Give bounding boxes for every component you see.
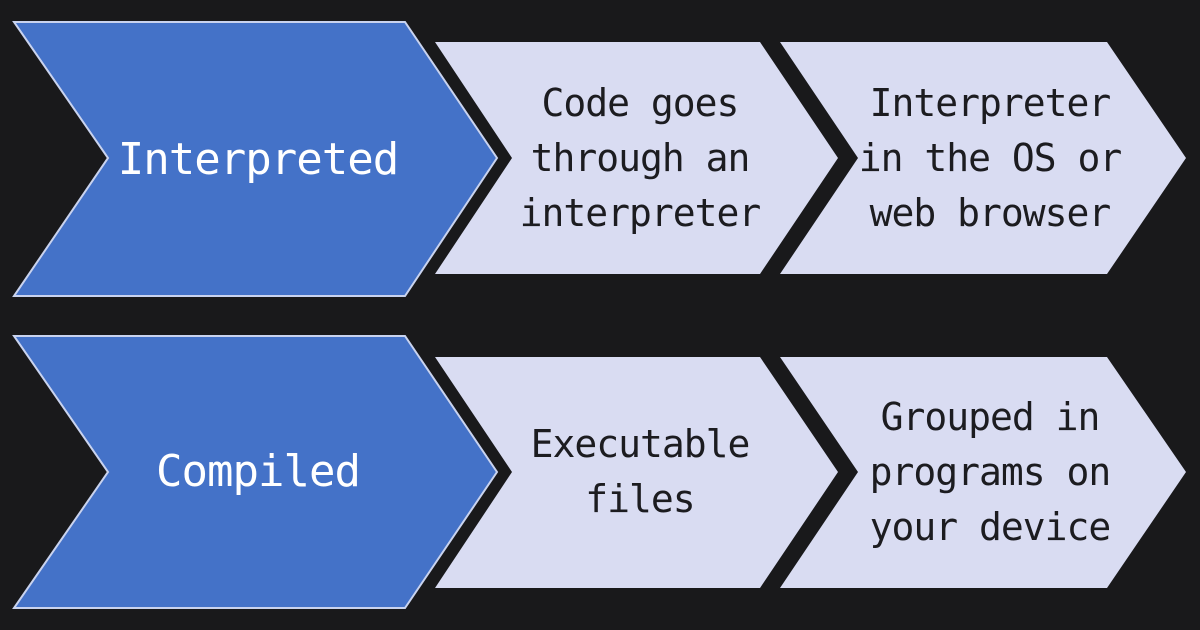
interpreted-label: Interpreted <box>117 134 399 185</box>
interpreted-step-2-chevron <box>780 42 1186 274</box>
compiled-step-2-chevron <box>780 357 1186 588</box>
compiled-label: Compiled <box>156 446 361 497</box>
interpreted-chevron <box>12 21 499 297</box>
interpreted-step-1-label: Code goes through an interpreter <box>519 80 762 235</box>
interpreted-step-1-chevron <box>435 42 838 274</box>
interpreted-step-2-label: Interpreter in the OS or web browser <box>858 80 1123 235</box>
compiled-step-1-label: Executable files <box>530 422 751 521</box>
compiled-chevron <box>12 335 499 609</box>
compiled-step-1-chevron <box>435 357 838 588</box>
compiled-step-2-label: Grouped in programs on your device <box>869 394 1112 549</box>
